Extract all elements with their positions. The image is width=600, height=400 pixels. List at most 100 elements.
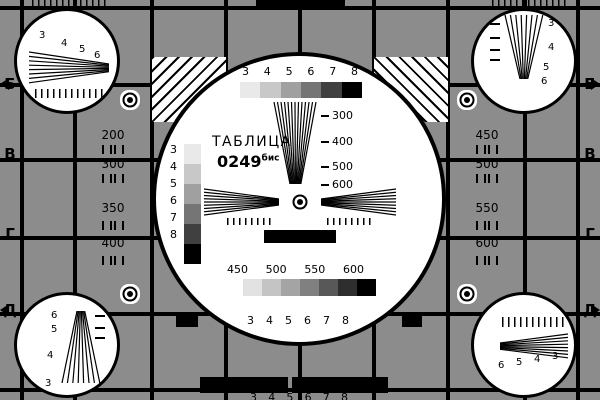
digit: 5 — [285, 65, 293, 78]
digit: 5 — [286, 391, 294, 400]
grid-line-vertical — [576, 0, 580, 400]
black-reference-square — [176, 316, 198, 327]
resolution-wedge-fan — [504, 15, 544, 79]
calibration-dash — [95, 327, 105, 329]
wedge-number: 3 — [552, 351, 559, 362]
edge-arrow-icon — [591, 78, 600, 90]
edge-letter-left-v: В — [4, 145, 16, 163]
frequency-label: 350 — [101, 201, 125, 215]
digit: 3 — [242, 65, 249, 78]
calibration-ticks — [102, 256, 124, 265]
card-number: 0249бис — [217, 152, 279, 171]
edge-letter-left-b: Б — [4, 75, 16, 93]
burst-lines-left — [227, 218, 273, 225]
wedge-number: 4 — [548, 42, 555, 53]
bullseye-marker — [127, 291, 133, 297]
digit: 7 — [322, 391, 330, 400]
cutoff-digit-row: 3 4 5 6 7 8 — [250, 392, 348, 400]
scale-label: 300 — [332, 109, 353, 122]
digit: 5 — [285, 314, 292, 327]
scale-label: 400 — [332, 135, 353, 148]
grayscale-staircase-bottom — [224, 279, 376, 296]
digit: 3 — [170, 143, 177, 156]
frequency-label: 300 — [101, 157, 125, 171]
horizontal-wedge-fan-right — [321, 188, 396, 216]
wedge-number: 6 — [498, 360, 505, 371]
calibration-ticks — [102, 174, 124, 183]
corner-circle-bottom-right: 6 5 4 3 — [471, 292, 577, 398]
calibration-ticks — [476, 145, 498, 154]
digit: 8 — [170, 228, 177, 241]
grid-line-vertical — [446, 0, 450, 400]
calibration-dash — [490, 49, 500, 51]
scale-label: 500 — [332, 160, 353, 173]
digit: 3 — [250, 391, 257, 400]
digit: 4 — [170, 160, 177, 173]
grayscale-staircase-left — [184, 144, 201, 264]
calibration-ticks — [476, 174, 498, 183]
cutoff-ticks-top-right — [492, 0, 568, 6]
calibration-dash — [95, 337, 105, 339]
calibration-dash — [490, 23, 500, 25]
left-digit-column: 3 4 5 6 7 8 — [170, 144, 177, 240]
top-digit-row: 3 4 5 6 7 8 — [242, 66, 358, 77]
grid-line-vertical — [73, 0, 77, 400]
frequency-panel-left-top: 200 300 — [85, 129, 141, 187]
edge-letter-right-b: Б — [584, 75, 596, 93]
digit: 8 — [340, 391, 348, 400]
bottom-frequency-row: 450 500 550 600 — [227, 264, 364, 275]
bullseye-marker — [127, 97, 133, 103]
calibration-strokes — [502, 317, 566, 327]
wedge-scale-400: 400 — [321, 136, 353, 147]
edge-letter-left-g: Г — [5, 225, 15, 243]
wedge-number: 6 — [51, 310, 58, 321]
cutoff-ticks-top-left — [32, 0, 108, 6]
digit: 3 — [247, 314, 254, 327]
digit: 7 — [170, 211, 177, 224]
wedge-scale-600: 600 — [321, 179, 353, 190]
center-bullseye-marker — [297, 199, 303, 205]
resolution-wedge-fan — [500, 333, 568, 359]
black-reference-square — [402, 316, 422, 327]
scale-label: 550 — [304, 263, 326, 276]
cutoff-black-bar — [256, 0, 299, 7]
frequency-label: 600 — [475, 236, 499, 250]
digit: 7 — [323, 314, 330, 327]
wedge-scale-500: 500 — [321, 161, 353, 172]
frequency-label: 500 — [475, 157, 499, 171]
corner-circle-top-left: 3 4 5 6 — [14, 8, 120, 114]
calibration-ticks — [102, 221, 124, 230]
digit: 6 — [304, 391, 312, 400]
calibration-ticks — [102, 145, 124, 154]
digit: 5 — [170, 177, 177, 190]
resolution-wedge-fan — [61, 311, 101, 383]
digit: 8 — [350, 65, 358, 78]
edge-arrow-icon — [0, 78, 9, 90]
calibration-strokes — [35, 89, 107, 98]
calibration-dash — [490, 59, 500, 61]
scale-label: 600 — [342, 263, 364, 276]
scale-label: 450 — [227, 263, 248, 276]
scale-label: 600 — [332, 178, 353, 191]
bullseye-marker — [464, 291, 470, 297]
digit: 6 — [304, 314, 311, 327]
card-title: ТАБЛИЦА — [212, 134, 292, 150]
wedge-number: 3 — [548, 18, 555, 29]
digit: 6 — [170, 194, 177, 207]
digit: 7 — [329, 65, 337, 78]
digit: 4 — [268, 391, 276, 400]
frequency-panel-right-top: 450 500 — [459, 129, 515, 187]
wedge-number: 5 — [516, 357, 523, 368]
burst-lines-right — [327, 218, 373, 225]
vertical-wedge-fan — [273, 102, 317, 184]
bottom-black-bar — [292, 377, 388, 393]
corner-circle-bottom-left: 6 5 4 3 — [14, 292, 120, 398]
wedge-number: 4 — [61, 38, 68, 49]
calibration-ticks — [476, 256, 498, 265]
digit: 6 — [307, 65, 315, 78]
calibration-dash — [95, 315, 105, 317]
cutoff-black-bar — [302, 0, 345, 7]
frequency-label: 400 — [101, 236, 125, 250]
digit: 4 — [263, 65, 271, 78]
wedge-number: 5 — [79, 44, 86, 55]
